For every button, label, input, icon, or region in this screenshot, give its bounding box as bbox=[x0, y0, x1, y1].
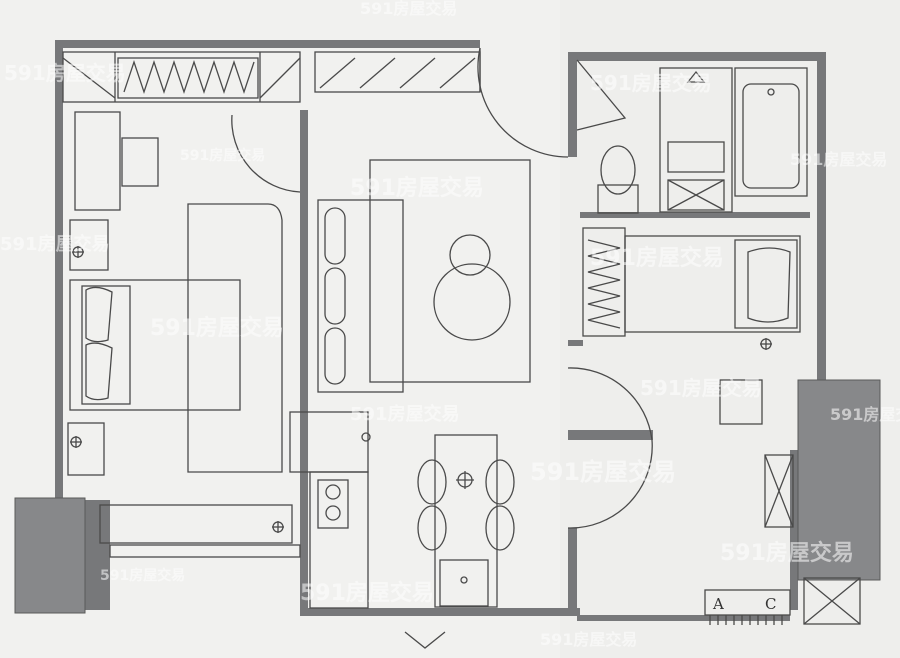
bathtub bbox=[734, 67, 808, 197]
watermark-text: 591房屋交易 bbox=[830, 405, 900, 424]
double-bed bbox=[69, 279, 241, 411]
pillow-icon bbox=[85, 342, 113, 401]
master-bedroom bbox=[62, 51, 301, 558]
wall-kitchen-right-lower bbox=[568, 528, 577, 616]
columns bbox=[14, 379, 881, 614]
wall-bedroom-living bbox=[300, 110, 308, 615]
sofa-cushion bbox=[324, 327, 346, 385]
entry-door-swing bbox=[477, 47, 569, 158]
watermark-text: 591房屋交易 bbox=[540, 630, 637, 649]
shower-area bbox=[659, 67, 733, 213]
sofa bbox=[317, 199, 404, 393]
ac-label-c: C bbox=[765, 595, 776, 613]
watermark-text: 591房屋交易 bbox=[530, 458, 676, 486]
watermark-text: 591房屋交易 bbox=[150, 315, 284, 341]
wall-top-left bbox=[55, 40, 480, 48]
toilet-tank bbox=[597, 184, 639, 214]
floor-drain bbox=[667, 179, 725, 211]
wall-right bbox=[817, 52, 826, 380]
wardrobe bbox=[62, 51, 301, 103]
balcony bbox=[704, 454, 861, 625]
dining-chair bbox=[485, 505, 515, 551]
watermark-text: 591房屋交易 bbox=[720, 540, 854, 566]
dining-chair bbox=[417, 459, 447, 505]
coffee-table bbox=[433, 263, 511, 341]
ac-vent-lines bbox=[709, 615, 783, 625]
watermark-text: 591房屋交易 bbox=[360, 0, 457, 18]
watermark-text: 591房屋交易 bbox=[4, 61, 126, 85]
bathroom bbox=[576, 59, 808, 214]
wall-room2-bottom-stub bbox=[568, 340, 583, 346]
wall-top-right bbox=[568, 52, 825, 61]
watermark-text: 591房屋交易 bbox=[640, 376, 762, 400]
dining-table bbox=[434, 434, 498, 608]
nightstand-bottom bbox=[67, 422, 105, 476]
wall-bottom-living bbox=[300, 608, 580, 616]
watermark-text: 591房屋交易 bbox=[590, 71, 712, 95]
wardrobe-hangers bbox=[123, 59, 255, 95]
nightstand-top bbox=[69, 219, 109, 271]
study-door-swing bbox=[567, 439, 653, 529]
bathroom-door-swing bbox=[576, 59, 627, 131]
room2-door-swing bbox=[567, 367, 653, 441]
desk-chair-2 bbox=[719, 379, 763, 425]
rug-bedroom bbox=[187, 203, 283, 473]
wardrobe-2-hangers bbox=[587, 239, 621, 329]
living-room bbox=[289, 47, 653, 649]
ac-unit bbox=[704, 589, 791, 616]
watermark-text: 591房屋交易 bbox=[590, 245, 724, 271]
ac-label-a: A bbox=[712, 595, 724, 613]
bedroom-door-swing bbox=[231, 114, 301, 193]
single-bed bbox=[624, 235, 801, 333]
dining-chair bbox=[417, 505, 447, 551]
second-bedroom bbox=[582, 227, 801, 425]
bed-2-pillow-area bbox=[734, 239, 798, 329]
bay-window-seat bbox=[99, 504, 293, 544]
sofa-cushion bbox=[324, 207, 346, 265]
burner-icon bbox=[325, 505, 341, 521]
pillow-icon bbox=[747, 247, 791, 323]
kitchen-sink bbox=[439, 559, 489, 607]
watermark-text: 591房屋交易 bbox=[180, 147, 265, 164]
watermark-text: 591房屋交易 bbox=[0, 233, 110, 255]
living-rug bbox=[369, 159, 531, 383]
wardrobe-hangers-area bbox=[117, 57, 259, 99]
bed-pillows bbox=[81, 285, 131, 405]
kitchen-counter bbox=[309, 471, 369, 609]
wall-bath-room2 bbox=[580, 212, 810, 218]
wall-balcony-bottom bbox=[577, 615, 790, 621]
wall-left bbox=[55, 40, 63, 500]
dining-chair bbox=[485, 459, 515, 505]
bedroom-window bbox=[109, 544, 301, 558]
bath-sink bbox=[667, 141, 725, 173]
watermark-text: 591房屋交易 bbox=[300, 580, 434, 606]
sofa-cushion bbox=[324, 267, 346, 325]
wall-room2-study bbox=[568, 430, 653, 440]
column-bottom-left bbox=[14, 497, 86, 614]
watermark-text: 591房屋交易 bbox=[100, 567, 185, 584]
washer-box bbox=[803, 577, 861, 625]
shower-head-icon bbox=[686, 70, 706, 83]
desk-chair bbox=[121, 137, 159, 187]
column-right bbox=[797, 379, 881, 581]
side-table bbox=[449, 234, 491, 276]
entrance-marker bbox=[404, 631, 446, 649]
wall-balcony-right bbox=[790, 450, 798, 610]
desk bbox=[74, 111, 121, 211]
burner-icon bbox=[325, 484, 341, 500]
pillow-icon bbox=[85, 286, 113, 343]
wall-mid-top bbox=[568, 52, 577, 157]
balcony-frame bbox=[764, 454, 794, 528]
toilet-bowl bbox=[600, 145, 636, 195]
bathtub-inner bbox=[742, 83, 800, 189]
stove bbox=[317, 479, 349, 529]
watermark-text: 591房屋交易 bbox=[350, 175, 484, 201]
watermark-text: 591房屋交易 bbox=[350, 403, 460, 425]
watermark-text: 591房屋交易 bbox=[790, 150, 887, 169]
